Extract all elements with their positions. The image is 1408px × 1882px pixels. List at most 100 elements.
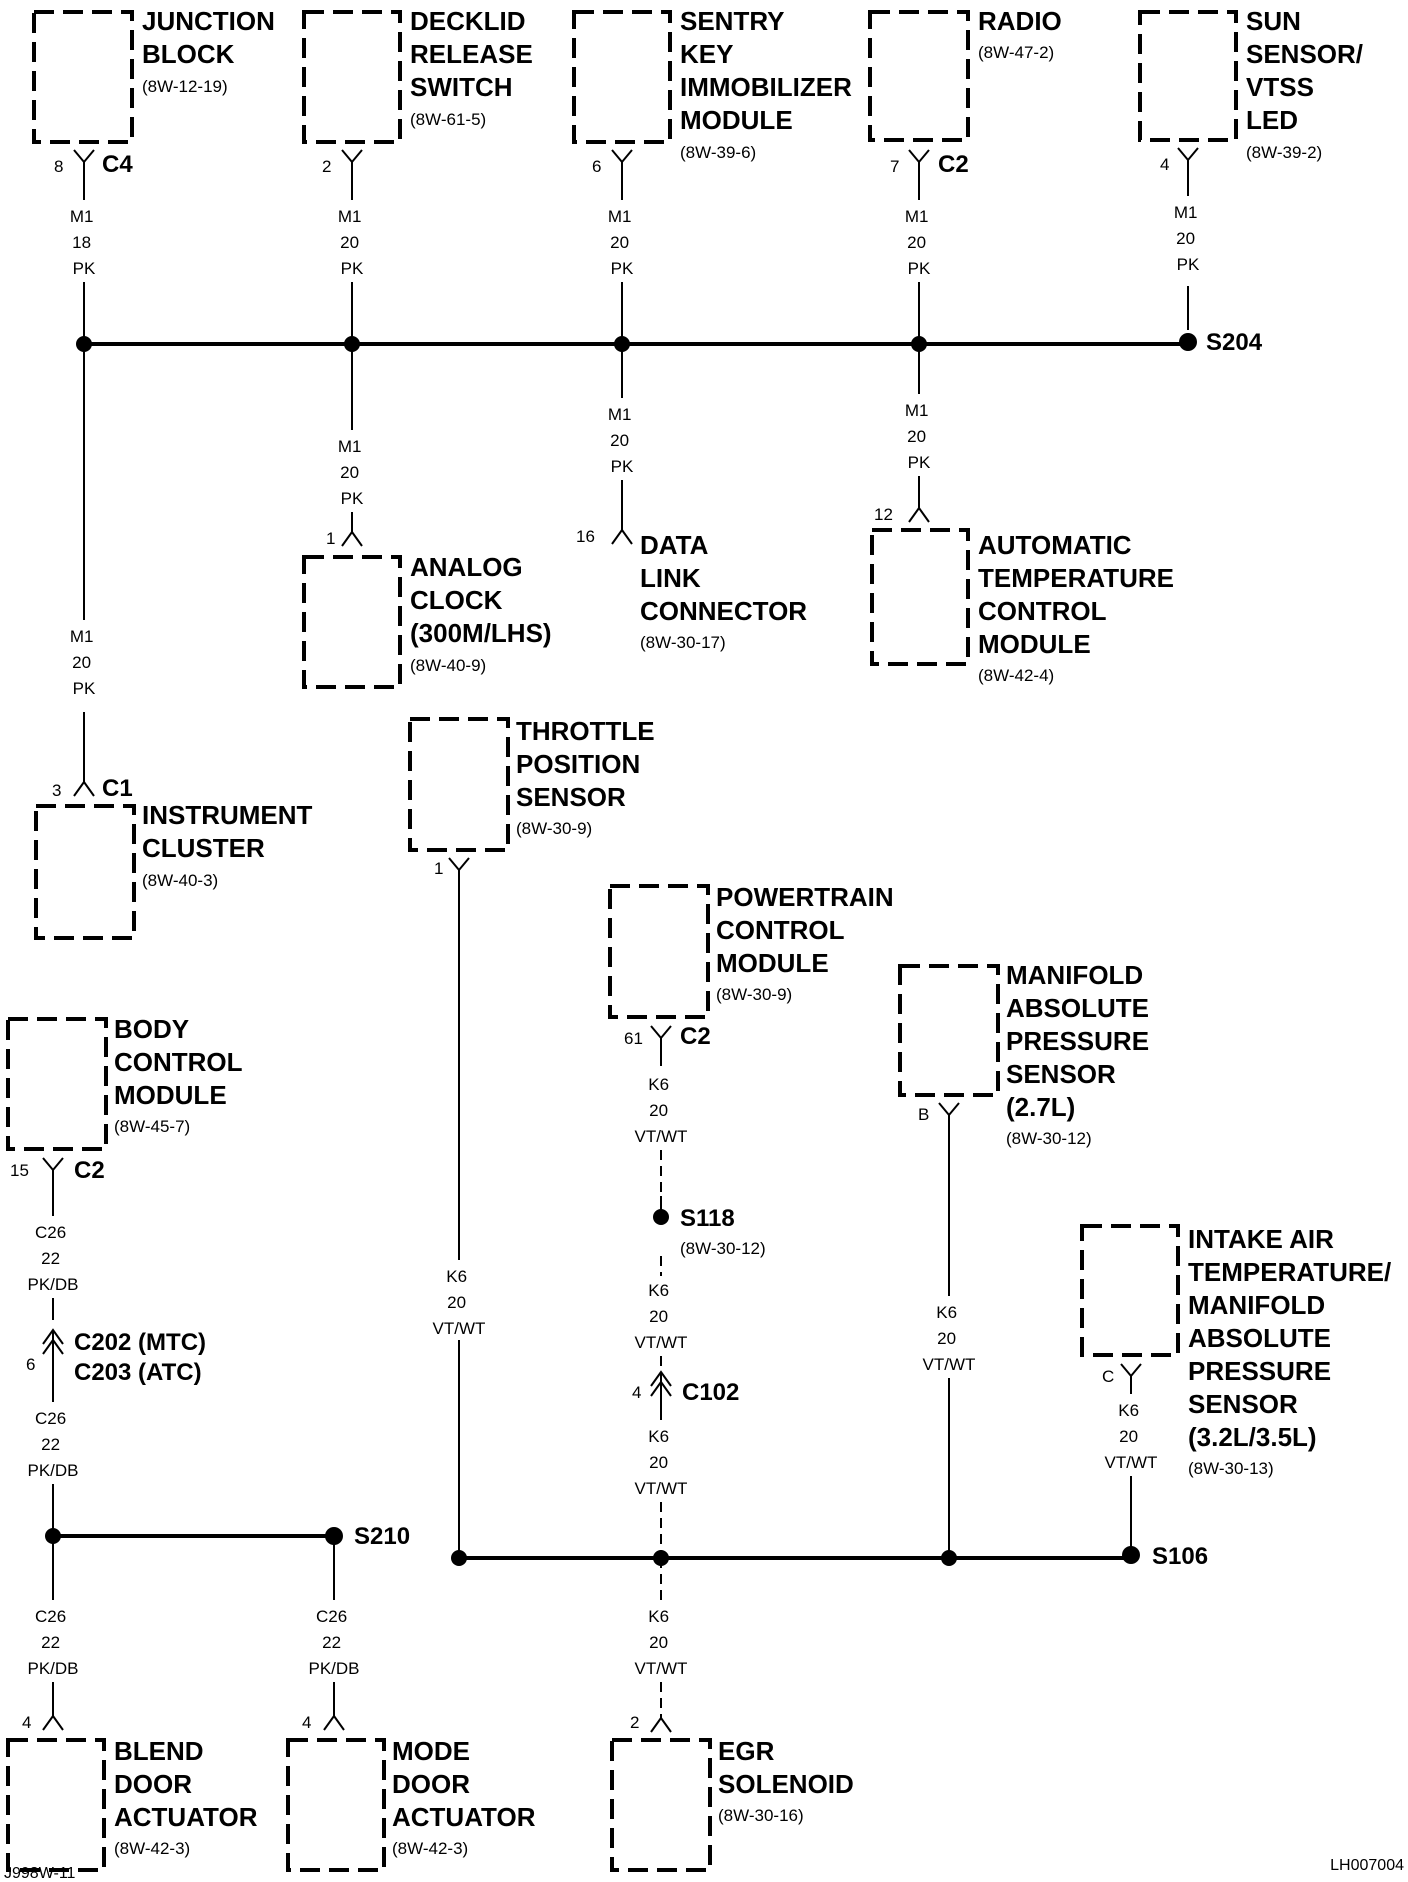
wire-label-sun-sensor: M1 20 PK bbox=[1174, 203, 1202, 274]
pin-atc-module: 12 bbox=[874, 505, 893, 524]
s106-splice bbox=[1122, 1546, 1140, 1564]
wire-label-pcm-3: K6 20 VT/WT bbox=[635, 1427, 688, 1498]
splice-s106-label: S106 bbox=[1152, 1543, 1208, 1570]
radio-box bbox=[868, 10, 970, 142]
wire-label-tps: K6 20 VT/WT bbox=[433, 1267, 486, 1338]
blend-door-actuator-box bbox=[6, 1738, 106, 1872]
connector-pcm-c2: C2 bbox=[680, 1023, 711, 1050]
sun-sensor-ref: (8W-39-2) bbox=[1246, 143, 1322, 162]
wire-label-instrument-cluster: M1 20 PK bbox=[70, 627, 98, 698]
pin-iat-map: C bbox=[1102, 1367, 1114, 1386]
pin-radio: 7 bbox=[890, 157, 899, 176]
analog-clock-label: ANALOG CLOCK (300M/LHS) bbox=[410, 552, 552, 648]
splice-s118-ref: (8W-30-12) bbox=[680, 1239, 766, 1258]
skim-module-label: SENTRY KEY IMMOBILIZER MODULE bbox=[680, 6, 859, 135]
pin-c202: 6 bbox=[26, 1355, 35, 1374]
wire-label-atc-module: M1 20 PK bbox=[905, 401, 933, 472]
wire-label-pcm-2: K6 20 VT/WT bbox=[635, 1281, 688, 1352]
pin-analog-clock: 1 bbox=[326, 529, 335, 548]
bcm-label: BODY CONTROL MODULE bbox=[114, 1014, 249, 1110]
map-sensor-label: MANIFOLD ABSOLUTE PRESSURE SENSOR (2.7L) bbox=[1006, 960, 1156, 1122]
instrument-cluster-ref: (8W-40-3) bbox=[142, 871, 218, 890]
pin-map-sensor: B bbox=[918, 1105, 929, 1124]
tps-box bbox=[408, 717, 510, 852]
egr-solenoid-box bbox=[610, 1738, 712, 1872]
iat-map-sensor-box bbox=[1080, 1224, 1180, 1357]
mode-door-actuator-label: MODE DOOR ACTUATOR bbox=[392, 1736, 536, 1832]
pin-dlc: 16 bbox=[576, 527, 595, 546]
skim-module-box bbox=[572, 10, 672, 144]
atc-module-label: AUTOMATIC TEMPERATURE CONTROL MODULE bbox=[978, 530, 1181, 659]
map-sensor-box bbox=[898, 964, 1000, 1097]
pin-decklid: 2 bbox=[322, 157, 331, 176]
splice-s118-label: S118 bbox=[680, 1205, 735, 1232]
bcm-box bbox=[6, 1017, 108, 1151]
map-sensor-ref: (8W-30-12) bbox=[1006, 1129, 1092, 1148]
splice-s210-label: S210 bbox=[354, 1523, 410, 1550]
pin-tps: 1 bbox=[434, 859, 443, 878]
splice-s204-label: S204 bbox=[1206, 329, 1263, 356]
wire-label-blend-door: C26 22 PK/DB bbox=[27, 1607, 78, 1678]
connector-jb-c4: C4 bbox=[102, 151, 133, 178]
skim-ref: (8W-39-6) bbox=[680, 143, 756, 162]
blend-door-ref: (8W-42-3) bbox=[114, 1839, 190, 1858]
iat-map-sensor-ref: (8W-30-13) bbox=[1188, 1459, 1274, 1478]
connector-c203: C203 (ATC) bbox=[74, 1359, 202, 1386]
decklid-release-switch-box bbox=[302, 10, 402, 144]
wire-label-decklid: M1 20 PK bbox=[338, 207, 366, 278]
wire-label-pcm-1: K6 20 VT/WT bbox=[635, 1075, 688, 1146]
wire-label-c202: C26 22 PK/DB bbox=[27, 1409, 78, 1480]
wire-label-iat-map: K6 20 VT/WT bbox=[1105, 1401, 1158, 1472]
pin-instrument-cluster: 3 bbox=[52, 781, 61, 800]
pin-blend-door: 4 bbox=[22, 1713, 31, 1732]
footer-left-code: J998W-11 bbox=[4, 1865, 76, 1882]
dlc-label: DATA LINK CONNECTOR bbox=[640, 530, 807, 626]
wire-label-jb: M1 18 PK bbox=[70, 207, 98, 278]
decklid-release-switch-label: DECKLID RELEASE SWITCH bbox=[410, 6, 540, 102]
pcm-ref: (8W-30-9) bbox=[716, 985, 792, 1004]
atc-module-box bbox=[870, 528, 970, 666]
sun-sensor-label: SUN SENSOR/ VTSS LED bbox=[1246, 6, 1370, 135]
wire-label-egr: K6 20 VT/WT bbox=[635, 1607, 688, 1678]
connector-ic-c1: C1 bbox=[102, 775, 133, 802]
mode-door-actuator-box bbox=[286, 1738, 386, 1872]
instrument-cluster-box bbox=[34, 804, 136, 940]
sun-sensor-box bbox=[1138, 10, 1238, 142]
pin-bcm: 15 bbox=[10, 1161, 29, 1180]
junction-block-ref: (8W-12-19) bbox=[142, 77, 228, 96]
blend-door-actuator-label: BLEND DOOR ACTUATOR bbox=[114, 1736, 258, 1832]
connector-bcm-c2: C2 bbox=[74, 1157, 105, 1184]
pin-mode-door: 4 bbox=[302, 1713, 311, 1732]
wire-label-skim: M1 20 PK bbox=[608, 207, 636, 278]
connector-c202: C202 (MTC) bbox=[74, 1329, 206, 1356]
analog-clock-box bbox=[302, 555, 402, 689]
junction-block-label: JUNCTION BLOCK bbox=[142, 6, 282, 69]
s118-splice bbox=[653, 1209, 669, 1225]
iat-map-sensor-label: INTAKE AIR TEMPERATURE/ MANIFOLD ABSOLUT… bbox=[1188, 1224, 1398, 1452]
bcm-ref: (8W-45-7) bbox=[114, 1117, 190, 1136]
pin-sun-sensor: 4 bbox=[1160, 155, 1169, 174]
wire-label-mode-door: C26 22 PK/DB bbox=[308, 1607, 359, 1678]
dlc-ref: (8W-30-17) bbox=[640, 633, 726, 652]
wire-label-bcm: C26 22 PK/DB bbox=[27, 1223, 78, 1294]
pcm-box bbox=[608, 884, 710, 1019]
s210-splice bbox=[325, 1527, 343, 1545]
analog-clock-ref: (8W-40-9) bbox=[410, 656, 486, 675]
connector-radio-c2: C2 bbox=[938, 151, 969, 178]
wire-label-radio: M1 20 PK bbox=[905, 207, 933, 278]
pcm-label: POWERTRAIN CONTROL MODULE bbox=[716, 882, 901, 978]
instrument-cluster-label: INSTRUMENT CLUSTER bbox=[142, 800, 320, 863]
connector-c102: C102 bbox=[682, 1379, 739, 1406]
pin-junction-block: 8 bbox=[54, 157, 63, 176]
pin-egr: 2 bbox=[630, 1713, 639, 1732]
mode-door-ref: (8W-42-3) bbox=[392, 1839, 468, 1858]
pin-c102: 4 bbox=[632, 1383, 641, 1402]
egr-solenoid-label: EGR SOLENOID bbox=[718, 1736, 854, 1799]
wire-label-dlc: M1 20 PK bbox=[608, 405, 636, 476]
decklid-ref: (8W-61-5) bbox=[410, 110, 486, 129]
pin-pcm: 61 bbox=[624, 1029, 643, 1048]
footer-right-code: LH007004 bbox=[1330, 1857, 1404, 1874]
egr-ref: (8W-30-16) bbox=[718, 1806, 804, 1825]
tps-ref: (8W-30-9) bbox=[516, 819, 592, 838]
